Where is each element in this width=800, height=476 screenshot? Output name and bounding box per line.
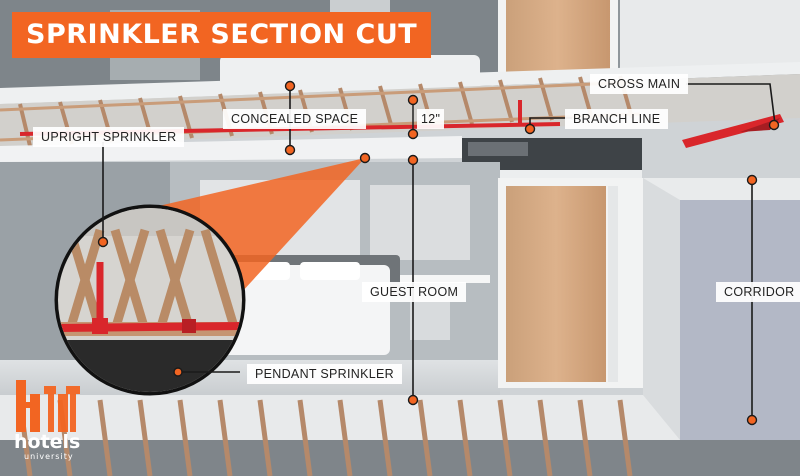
label-upright-sprinkler: UPRIGHT SPRINKLER — [33, 127, 185, 147]
label-cross-main: CROSS MAIN — [590, 74, 689, 94]
label-branch-line: BRANCH LINE — [565, 109, 669, 129]
label-corridor: CORRIDOR — [716, 282, 800, 302]
label-guest-room: GUEST ROOM — [362, 282, 467, 302]
label-dimension: 12" — [417, 109, 445, 129]
label-concealed-space: CONCEALED SPACE — [223, 109, 367, 129]
logo-name: hotels — [14, 431, 81, 453]
label-pendant-sprinkler: PENDANT SPRINKLER — [247, 364, 402, 384]
logo-tagline: university — [24, 452, 74, 461]
hotels-university-logo-icon — [16, 380, 80, 432]
page-title: SPRINKLER SECTION CUT — [12, 12, 432, 58]
